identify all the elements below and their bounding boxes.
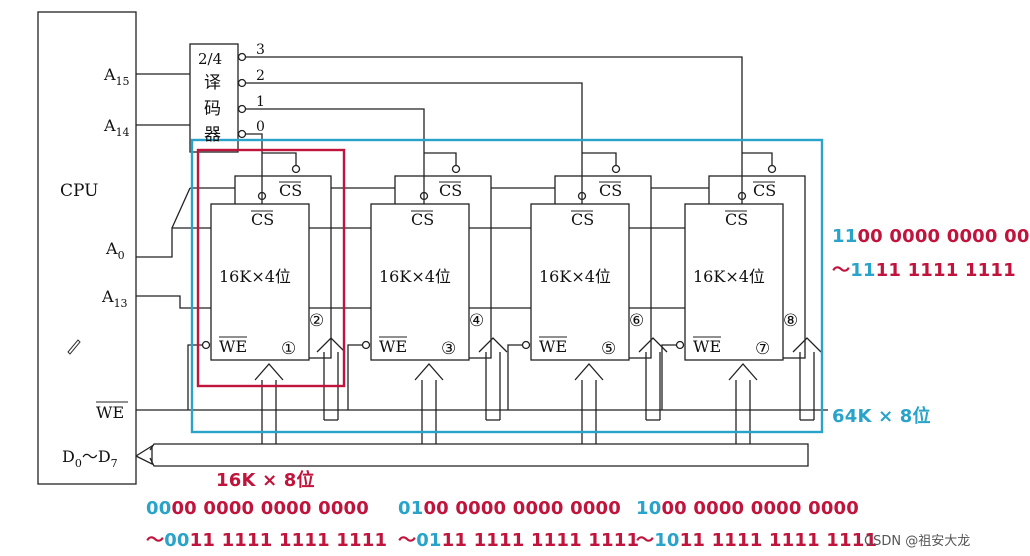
chip-back-cs-label: CS (599, 181, 622, 200)
range-chip-group-2-end: ～0111 1111 1111 1111 (398, 530, 640, 551)
decoder-label-2: 译 (204, 73, 221, 93)
watermark: CSDN @祖安大龙 (864, 534, 971, 549)
chip-we-label: WE (693, 337, 721, 356)
chip-cs-label: CS (411, 210, 434, 229)
cpu-label: CPU (60, 181, 98, 201)
chip-back-cs-label: CS (439, 181, 462, 200)
decoder-box (189, 43, 239, 153)
chip-cs-label: CS (725, 210, 748, 229)
chip-capacity-label: 16K×4位 (219, 267, 291, 286)
decoder-output-0: 0 (256, 119, 265, 135)
range-chip-group-2-start: 0100 0000 0000 0000 (398, 498, 621, 519)
range-chip-group-1-start: 0000 0000 0000 0000 (146, 498, 369, 519)
chip-number-front: ⑦ (755, 339, 770, 359)
chip-group-3 (521, 152, 668, 444)
chip-cs-label: CS (251, 210, 274, 229)
pencil-icon (67, 339, 81, 355)
decoder-label-4: 器 (204, 125, 221, 145)
chip-group-4 (675, 152, 822, 444)
chip-we-label: WE (219, 337, 247, 356)
pin-data: D0～D7 (62, 447, 118, 470)
chip-group-2 (361, 152, 508, 444)
chip-capacity-label: 16K×4位 (693, 267, 765, 286)
chip-number-back: ⑧ (783, 311, 798, 331)
chip-number-front: ⑤ (601, 339, 616, 359)
pin-a0: A0 (105, 239, 125, 262)
range-chip-group-3-start: 1000 0000 0000 0000 (636, 498, 859, 519)
decoder-label-3: 码 (204, 99, 221, 119)
range-chip-group-4-end: ～1111 1111 1111 (832, 260, 1016, 281)
pin-we: WE (96, 403, 124, 422)
decoder-output-1: 1 (256, 94, 265, 110)
pin-a15: A15 (103, 65, 130, 88)
range-chip-group-3-end: ～1011 1111 1111 1111 (636, 530, 878, 551)
group-capacity-label: 16K × 8位 (216, 470, 315, 491)
chip-group-1 (201, 152, 346, 444)
range-chip-group-4-start: 1100 0000 0000 00 (832, 226, 1030, 247)
chip-we-label: WE (379, 337, 407, 356)
chip-pair-highlight-box (196, 148, 346, 388)
range-chip-group-1-end: ～0011 1111 1111 1111 (146, 530, 388, 551)
chip-number-front: ③ (441, 339, 456, 359)
total-memory-highlight-box (190, 138, 824, 434)
chip-number-front: ① (281, 339, 296, 359)
chip-number-back: ② (309, 311, 324, 331)
decoder-label-1: 2/4 (198, 50, 222, 68)
chip-back-cs-label: CS (753, 181, 776, 200)
chip-capacity-label: 16K×4位 (379, 267, 451, 286)
pin-a13: A13 (101, 287, 128, 310)
chip-cs-label: CS (571, 210, 594, 229)
decoder-output-3: 3 (256, 42, 265, 58)
decoder-output-2: 2 (256, 68, 265, 84)
chip-number-back: ⑥ (629, 311, 644, 331)
pin-a14: A14 (103, 116, 130, 139)
chip-we-label: WE (539, 337, 567, 356)
total-capacity-label: 64K × 8位 (832, 406, 931, 427)
chip-back-cs-label: CS (279, 181, 302, 200)
cpu-box (37, 11, 137, 485)
chip-capacity-label: 16K×4位 (539, 267, 611, 286)
chip-number-back: ④ (469, 311, 484, 331)
